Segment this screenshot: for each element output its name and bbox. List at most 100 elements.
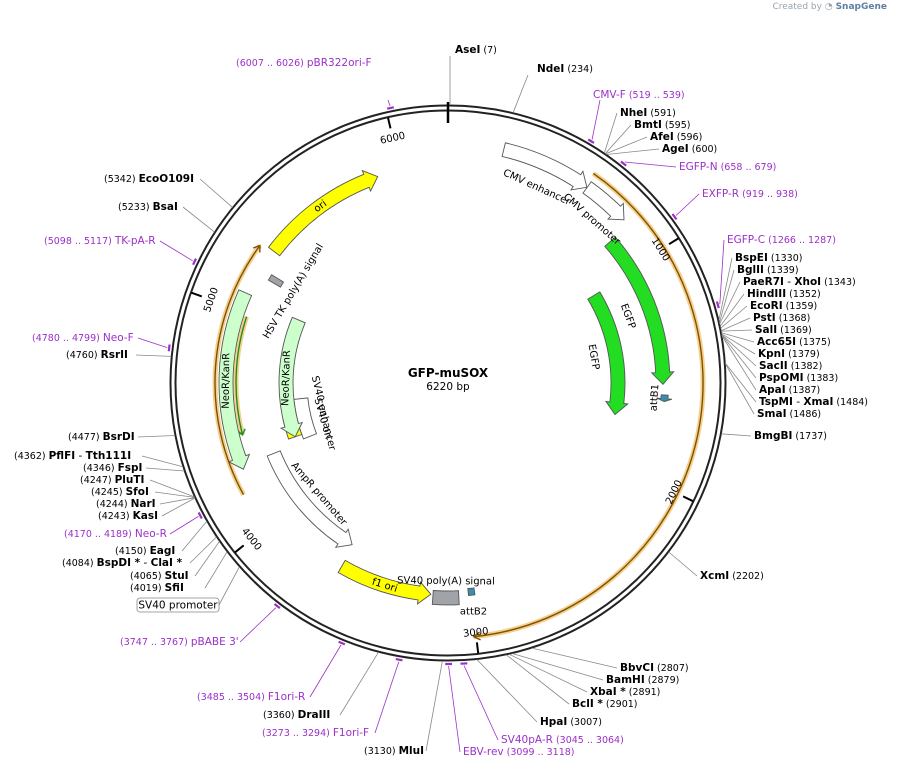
- credit-prefix: Created by: [772, 2, 822, 12]
- leader-layer: [135, 56, 757, 753]
- label-part: pBABE 3': [191, 636, 239, 648]
- label-part: AfeI: [650, 131, 674, 143]
- svg-text:EBV-rev (3099 .. 3118): EBV-rev (3099 .. 3118): [463, 746, 575, 758]
- svg-text:(4244) NarI: (4244) NarI: [96, 498, 156, 510]
- label-part: EcoO109I: [139, 173, 194, 185]
- svg-text:(4084) BspDI * - ClaI *: (4084) BspDI * - ClaI *: [62, 557, 183, 569]
- label-part: EXFP-R: [702, 188, 739, 200]
- label-part: BclI *: [572, 698, 603, 710]
- label-part: NdeI: [537, 63, 564, 75]
- enzyme-mlui: (3130) MluI: [364, 745, 424, 757]
- label-leader: [159, 497, 195, 505]
- feature-ori: [267, 169, 379, 257]
- label-part: (3747 .. 3767): [120, 637, 191, 648]
- enzyme-bcli: BclI * (2901): [572, 698, 638, 710]
- label-part: KpnI: [758, 348, 785, 360]
- svg-text:NheI (591): NheI (591): [620, 107, 676, 119]
- label-leader: [137, 435, 176, 438]
- svg-text:(3273 .. 3294) F1ori-F: (3273 .. 3294) F1ori-F: [262, 727, 369, 739]
- enzyme-sfoi: (4245) SfoI: [91, 486, 149, 498]
- svg-text:KpnI (1379): KpnI (1379): [758, 348, 820, 360]
- label-part: EcoRI: [750, 300, 783, 312]
- label-part: (3099 .. 3118): [504, 747, 575, 758]
- svg-text:Acc65I (1375): Acc65I (1375): [757, 336, 831, 348]
- label-part: SmaI: [757, 408, 787, 420]
- label-leader: [448, 665, 461, 753]
- svg-text:(3360) DraIII: (3360) DraIII: [263, 709, 330, 721]
- enzyme-psti: PstI (1368): [753, 312, 810, 324]
- label-part: (3045 .. 3064): [553, 735, 624, 746]
- label-part: (591): [647, 108, 676, 119]
- label-part: (3360): [263, 710, 298, 721]
- primer-mark: [671, 213, 678, 221]
- svg-text:BclI * (2901): BclI * (2901): [572, 698, 638, 710]
- label-part: (4150): [115, 546, 150, 557]
- feature-neor-kanr: [218, 289, 253, 470]
- enzyme-ndei: NdeI (234): [537, 63, 593, 75]
- plasmid-name: GFP-muSOX: [408, 366, 489, 380]
- label-part: (234): [564, 64, 593, 75]
- primer-mark: [620, 160, 627, 167]
- enzyme-sfii: (4019) SfiI: [130, 582, 184, 594]
- label-part: PflFI: [49, 450, 76, 462]
- enzyme-draiii: (3360) DraIII: [263, 709, 330, 721]
- label-leader: [719, 239, 725, 305]
- svg-text:(4247) PluTI: (4247) PluTI: [80, 474, 144, 486]
- label-part: (519 .. 539): [626, 90, 685, 101]
- label-leader: [181, 520, 208, 552]
- svg-text:(3747 .. 3767) pBABE 3': (3747 .. 3767) pBABE 3': [120, 636, 239, 648]
- svg-text:ApaI (1387): ApaI (1387): [759, 384, 820, 396]
- label-leader: [675, 193, 700, 216]
- label-part: FspI: [118, 462, 143, 474]
- feature-attb1: [656, 394, 673, 403]
- label-leader: [169, 516, 199, 535]
- label-part: SalI: [755, 324, 777, 336]
- label-leader: [141, 455, 184, 468]
- svg-text:EcoRI (1359): EcoRI (1359): [750, 300, 817, 312]
- svg-text:TspMI - XmaI (1484): TspMI - XmaI (1484): [759, 396, 868, 408]
- enzyme-acc65i: Acc65I (1375): [757, 336, 831, 348]
- enzyme-rsrii: (4760) RsrII: [66, 349, 128, 361]
- primer-egfp-n: EGFP-N (658 .. 679): [679, 161, 776, 173]
- label-leader: [309, 644, 342, 698]
- enzyme-afei: AfeI (596): [650, 131, 702, 143]
- label-part: ClaI *: [151, 557, 183, 569]
- primer-exfp-r: EXFP-R (919 .. 938): [702, 188, 798, 200]
- label-part: (595): [662, 120, 691, 131]
- svg-text:BmtI (595): BmtI (595): [634, 119, 690, 131]
- enzyme-bmti: BmtI (595): [634, 119, 690, 131]
- label-part: (4084): [62, 558, 97, 569]
- ruler-tick: [191, 291, 203, 298]
- label-leader: [721, 332, 755, 343]
- label-part: (4780 .. 4799): [32, 333, 103, 344]
- label-leader: [476, 659, 538, 723]
- label-leader: [724, 362, 757, 403]
- svg-text:(4346) FspI: (4346) FspI: [83, 462, 142, 474]
- label-part: (1359): [783, 301, 818, 312]
- svg-text:(3130) MluI: (3130) MluI: [364, 745, 424, 757]
- label-leader: [182, 206, 215, 233]
- label-part: (1375): [796, 337, 831, 348]
- credit-brand: SnapGene: [835, 2, 887, 12]
- label-leader: [145, 467, 185, 472]
- primer-mark: [273, 603, 281, 609]
- svg-text:BmgBI (1737): BmgBI (1737): [754, 430, 827, 442]
- label-leader: [603, 112, 618, 154]
- label-part: (3130): [364, 746, 399, 757]
- feature-label-sv40-enhancer: SV40 enhancer: [309, 375, 338, 452]
- label-part: pBR322ori-F: [307, 57, 372, 69]
- svg-text:EXFP-R (919 .. 938): EXFP-R (919 .. 938): [702, 188, 798, 200]
- label-leader: [387, 99, 391, 107]
- label-part: (1343): [821, 277, 856, 288]
- enzyme-sacii: SacII (1382): [759, 360, 822, 372]
- label-part: -: [793, 396, 803, 408]
- enzyme-pluti: (4247) PluTI: [80, 474, 144, 486]
- enzyme-hpai: HpaI (3007): [540, 716, 602, 728]
- label-part: SV40pA-R: [501, 734, 553, 746]
- label-leader: [606, 148, 660, 155]
- label-leader: [604, 124, 632, 154]
- feature-f1-ori: [337, 559, 432, 605]
- label-part: (2202): [729, 571, 764, 582]
- enzyme-pflfi: (4362) PflFI - Tth111I: [14, 450, 131, 462]
- enzyme-bmgbi: BmgBI (1737): [754, 430, 827, 442]
